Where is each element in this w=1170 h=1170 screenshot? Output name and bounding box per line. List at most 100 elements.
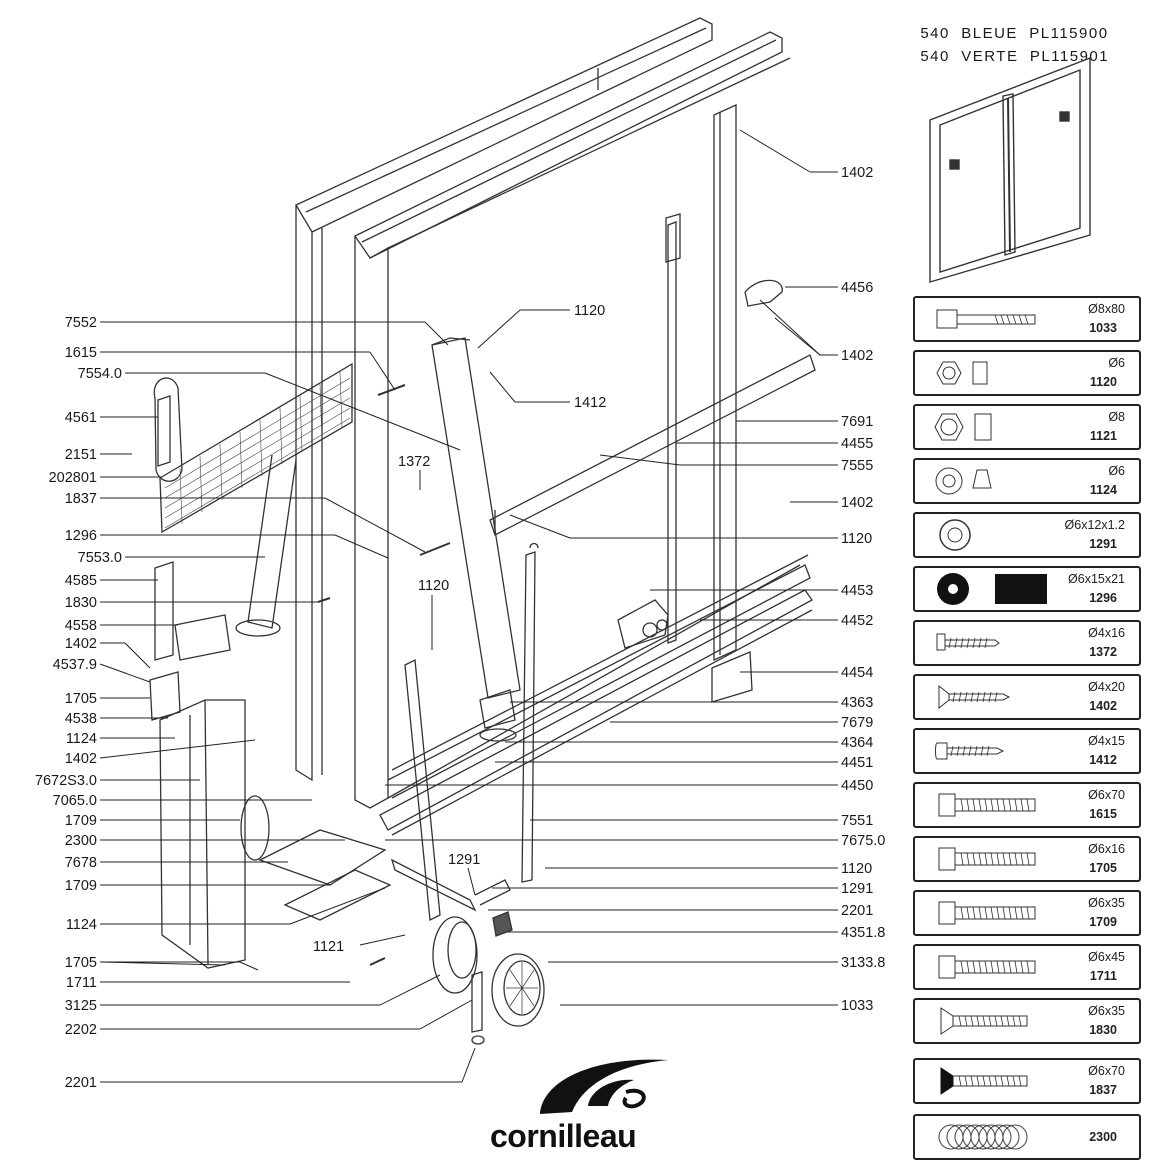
model-size: 540 [920, 48, 950, 65]
nut-icon [936, 361, 988, 385]
countersunk-screw-icon [938, 684, 1011, 710]
table-top-back [295, 17, 713, 233]
callout-label: 7554.0 [78, 366, 122, 382]
hardware-size: Ø8x80 [1088, 302, 1125, 316]
callout-label: 1120 [574, 303, 605, 319]
callout-label: 4537.9 [53, 657, 97, 673]
callout-label: 2300 [65, 833, 97, 849]
hardware-code: 2300 [1089, 1130, 1117, 1144]
callout-label: 2202 [65, 1022, 97, 1038]
vertical-post [713, 103, 737, 662]
callout-label: 7679 [841, 715, 873, 731]
screw-icon [935, 742, 1005, 760]
hardware-size: Ø8 [1108, 410, 1125, 424]
hardware-size: Ø6x70 [1088, 788, 1125, 802]
model-color: BLEUE [961, 25, 1018, 42]
hex-bolt-icon [938, 901, 1036, 925]
callout-label: 4455 [841, 436, 873, 452]
callout-label: 1709 [65, 878, 97, 894]
wheel-left [432, 916, 478, 994]
callout-label: 1402 [65, 636, 97, 652]
callout-label: 1120 [841, 531, 872, 547]
callout-label: 4585 [65, 573, 97, 589]
table-top-front [354, 31, 783, 259]
callout-label: 7672S3.0 [35, 773, 97, 789]
hardware-code: 1837 [1089, 1083, 1117, 1097]
long-bolt-icon [936, 309, 1036, 329]
callout-label: 1412 [574, 395, 606, 411]
callout-label: 202801 [49, 470, 97, 486]
hardware-code: 1830 [1089, 1023, 1117, 1037]
rubber-washer-icon [937, 573, 1047, 605]
callout-label: 2151 [65, 447, 97, 463]
hardware-item: 2300 [913, 1114, 1141, 1160]
spring-ring-icon [938, 1124, 1028, 1150]
hardware-code: 1124 [1089, 483, 1117, 497]
hardware-code: 1120 [1089, 375, 1117, 389]
callout-label: 1402 [841, 165, 873, 181]
callout-label: 7678 [65, 855, 97, 871]
hex-bolt-icon [938, 847, 1036, 871]
center-rail [489, 354, 816, 536]
net [159, 362, 353, 534]
inner-callouts: 1120 1412 1372 1120 1291 1121 [313, 303, 606, 955]
hardware-item: Ø6 1124 [913, 458, 1141, 504]
hardware-size: Ø6x35 [1088, 1004, 1125, 1018]
model-ref: PL115900 [1029, 25, 1109, 42]
hardware-item: Ø6x35 1709 [913, 890, 1141, 936]
callout-label: 4454 [841, 665, 873, 681]
hex-bolt-icon [938, 955, 1036, 979]
callout-label: 1402 [841, 348, 873, 364]
hardware-item: Ø6x15x21 1296 [913, 566, 1141, 612]
callout-label: 1372 [398, 454, 430, 470]
callout-label: 7552 [65, 315, 97, 331]
callout-label: 4450 [841, 778, 873, 794]
callout-label: 1615 [65, 345, 97, 361]
hardware-item: Ø6x16 1705 [913, 836, 1141, 882]
model-size: 540 [920, 25, 950, 42]
callout-label: 1705 [65, 955, 97, 971]
hardware-code: 1711 [1089, 969, 1117, 983]
callout-label: 2201 [65, 1075, 97, 1091]
hardware-size: Ø6x70 [1088, 1064, 1125, 1078]
callout-label: 1711 [66, 975, 97, 991]
callout-label: 1291 [841, 881, 873, 897]
callout-label: 1124 [66, 731, 97, 747]
tabletop-thumbnail [929, 56, 1091, 283]
callout-label: 4363 [841, 695, 873, 711]
hardware-size: Ø6x16 [1088, 842, 1125, 856]
callout-label: 1402 [65, 751, 97, 767]
callout-label: 1830 [65, 595, 97, 611]
callout-label: 1121 [313, 939, 344, 955]
callout-label: 1291 [448, 852, 480, 868]
callout-label: 1120 [841, 861, 872, 877]
hardware-size: Ø6 [1108, 464, 1125, 478]
callout-label: 3133.8 [841, 955, 885, 971]
model-line-green: 540 VERTE PL115901 [909, 31, 1109, 65]
hex-bolt-icon [938, 793, 1036, 817]
left-callouts: 7552 1615 7554.0 4561 2151 202801 1837 1… [35, 315, 122, 1091]
cornilleau-logo-icon [540, 1059, 668, 1114]
diagonal-leg [431, 337, 521, 699]
screw-icon [936, 633, 1000, 651]
hardware-size: Ø4x20 [1088, 680, 1125, 694]
hardware-code: 1033 [1089, 321, 1117, 335]
hardware-code: 1296 [1089, 591, 1117, 605]
nut-icon [934, 413, 992, 441]
hardware-item: Ø8 1121 [913, 404, 1141, 450]
callout-label: 4561 [65, 410, 97, 426]
callout-label: 4451 [841, 755, 873, 771]
left-leg-stand [159, 699, 246, 969]
callout-label: 4351.8 [841, 925, 885, 941]
callout-label: 2201 [841, 903, 873, 919]
callout-label: 4364 [841, 735, 873, 751]
callout-label: 1124 [66, 917, 97, 933]
callout-label: 1296 [65, 528, 97, 544]
flat-head-bolt-icon [940, 1067, 1028, 1095]
hardware-item: Ø6 1120 [913, 350, 1141, 396]
flange-nut-icon [935, 467, 992, 495]
hardware-code: 1709 [1089, 915, 1117, 929]
callout-label: 3125 [65, 998, 97, 1014]
callout-label: 4452 [841, 613, 873, 629]
